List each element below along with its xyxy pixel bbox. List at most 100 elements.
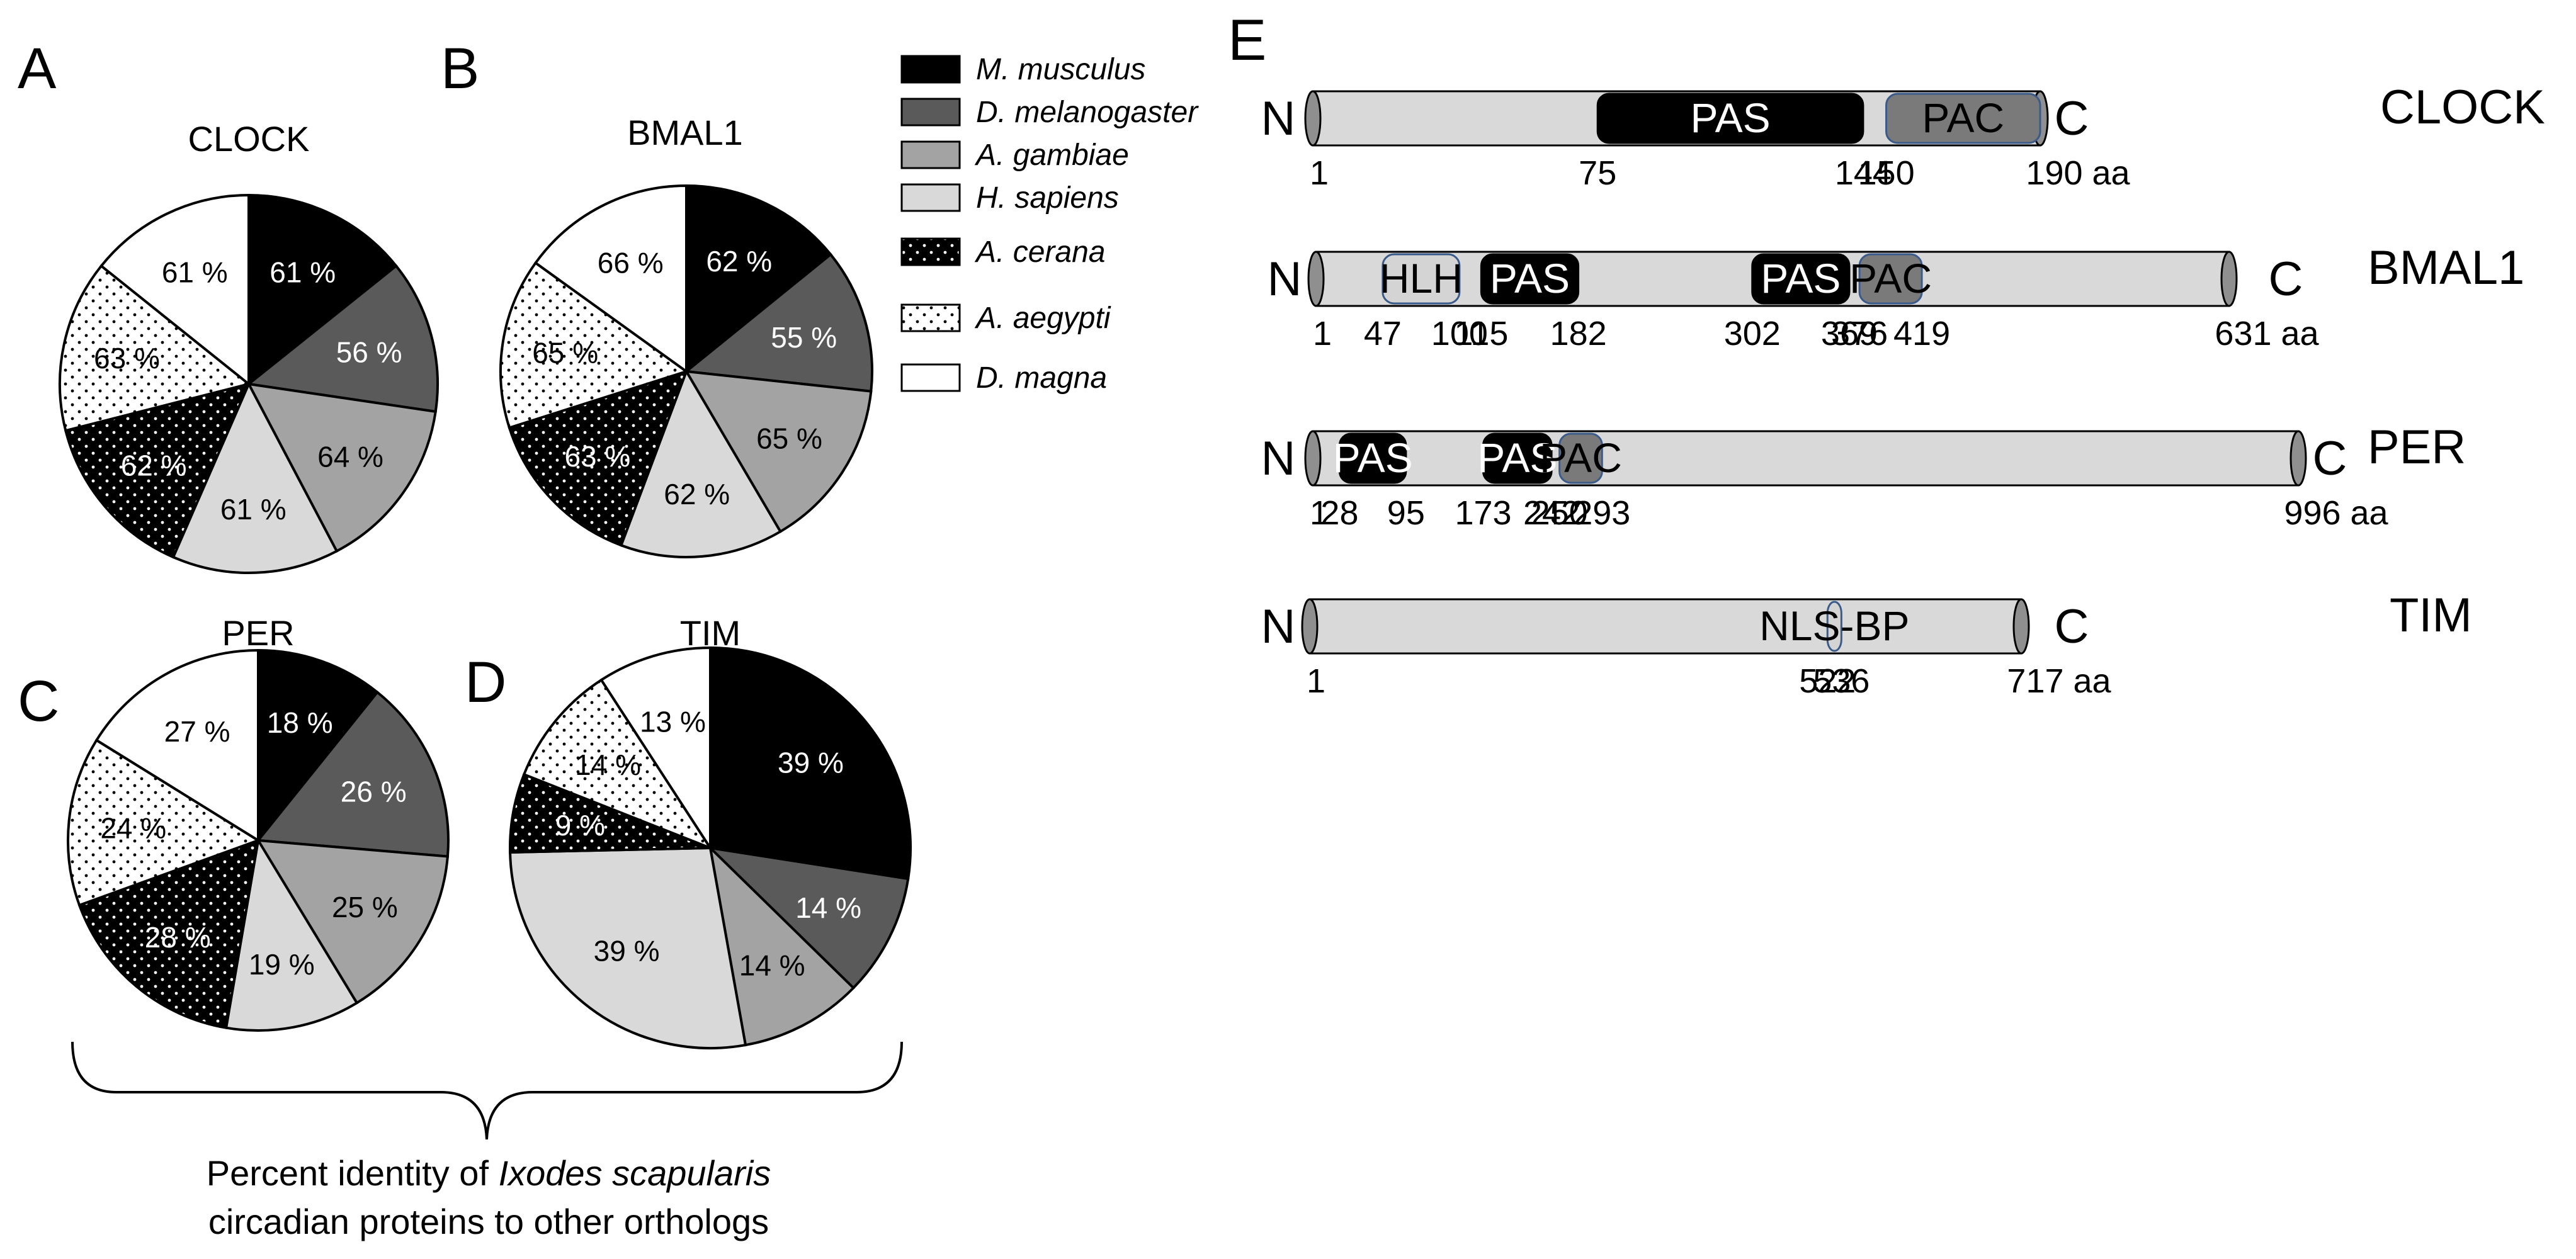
pie-slice-label-a-cerana: 28 %: [145, 921, 211, 954]
pie-slice-label-a-cerana: 9 %: [555, 809, 605, 842]
c-terminal-cap-tim: [2012, 598, 2030, 655]
domain-box-hlh-bmal1-0: [1382, 253, 1461, 305]
domain-label-pas-bmal1-1: PAS: [1490, 255, 1570, 302]
domain-box-pac-per-2: [1558, 432, 1603, 484]
pie-slice-label-m-musculus: 39 %: [778, 747, 844, 779]
protein-start-bmal1: 1: [1313, 315, 1332, 353]
domain-label-pas-per-0: PAS: [1333, 434, 1413, 481]
domain-label-pas-per-1: PAS: [1477, 434, 1557, 481]
pie-slice-m-musculus: [709, 646, 912, 881]
pie-slice-m-musculus: [257, 648, 380, 844]
domain-start-bmal1-1: 115: [1454, 315, 1508, 353]
domain-label-pac-clock-1: PAC: [1922, 94, 2004, 141]
pie-slice-label-a-gambiae: 14 %: [739, 949, 805, 982]
protein-length-tim: 717 aa: [2007, 662, 2111, 700]
pie-slice-a-cerana: [77, 838, 260, 1029]
pie-title-bmal1: BMAL1: [627, 113, 743, 152]
legend-swatch-d-magna: [900, 363, 961, 392]
pie-slice-h-sapiens: [224, 837, 359, 1032]
pie-title-tim: TIM: [680, 613, 740, 653]
protein-start-clock: 1: [1310, 154, 1329, 192]
pie-slice-d-melanogaster: [683, 252, 873, 393]
protein-title-per: PER: [2368, 421, 2466, 474]
domain-start-per-0: 28: [1320, 494, 1358, 532]
protein-length-clock: 190 aa: [2026, 154, 2130, 192]
legend-swatch-a-cerana: [900, 237, 961, 266]
pie-slice-a-cerana: [64, 382, 251, 559]
domain-box-nls-bp-tim-0: [1826, 601, 1842, 652]
legend-swatch-a-gambiae: [900, 140, 961, 169]
pie-slice-label-d-magna: 27 %: [164, 715, 230, 748]
domain-box-pas-per-0: [1338, 432, 1407, 484]
pie-slice-label-a-cerana: 63 %: [564, 440, 630, 473]
pie-slice-label-h-sapiens: 62 %: [664, 478, 730, 511]
domain-start-per-2: 250: [1531, 494, 1588, 532]
legend-label-h-sapiens: H. sapiens: [976, 181, 1119, 215]
domain-start-bmal1-3: 376: [1831, 315, 1888, 353]
domain-end-clock-0: 144: [1835, 154, 1892, 192]
pie-slice-a-gambiae: [246, 382, 438, 553]
protein-length-bmal1: 631 aa: [2215, 315, 2319, 353]
pie-title-clock: CLOCK: [188, 119, 310, 159]
c-terminus-label-per: C: [2313, 432, 2347, 485]
domain-end-bmal1-0: 100: [1431, 315, 1488, 353]
domain-start-tim-0: 522: [1799, 662, 1856, 700]
pie-slice-label-d-magna: 66 %: [598, 247, 664, 279]
pie-slice-d-melanogaster: [246, 264, 439, 414]
legend-label-a-cerana: A. cerana: [974, 235, 1105, 269]
domain-label-pac-bmal1-3: PAC: [1849, 255, 1932, 302]
pie-title-per: PER: [222, 613, 294, 653]
domain-box-pas-bmal1-1: [1480, 253, 1580, 305]
n-terminus-label-tim: N: [1261, 600, 1296, 653]
n-terminal-cap-clock: [1304, 90, 1322, 147]
pie-slice-label-a-gambiae: 65 %: [756, 422, 822, 455]
n-terminus-label-clock: N: [1261, 92, 1296, 145]
pie-slice-m-musculus: [685, 184, 832, 375]
pie-slice-d-magna: [533, 184, 688, 374]
panel-label-b: B: [441, 37, 479, 101]
domain-end-bmal1-3: 419: [1893, 315, 1950, 353]
panel-label-c: C: [18, 669, 59, 733]
grouping-brace: [71, 1041, 903, 1140]
pie-slice-a-cerana: [509, 772, 711, 854]
pie-slice-d-magna: [94, 648, 259, 843]
domain-box-pac-bmal1-3: [1858, 253, 1923, 305]
pie-slice-label-d-magna: 13 %: [640, 706, 706, 738]
pie-slice-label-m-musculus: 61 %: [270, 256, 336, 289]
pie-slice-label-m-musculus: 18 %: [267, 706, 333, 739]
protein-bar-per: [1312, 430, 2300, 487]
c-terminal-cap-per: [2289, 430, 2307, 487]
legend-label-a-gambiae: A. gambiae: [974, 138, 1129, 172]
brace-caption-line-1: Percent identity of Ixodes scapularis: [207, 1153, 771, 1193]
panel-label-d: D: [465, 650, 506, 714]
pie-chart-per: 18 %26 %25 %19 %28 %24 %27 %: [67, 648, 450, 1032]
brace-caption-prefix: Percent identity of: [207, 1153, 499, 1193]
pie-slice-label-a-gambiae: 64 %: [317, 440, 383, 473]
protein-length-per: 996 aa: [2284, 494, 2388, 532]
n-terminus-label-per: N: [1261, 432, 1296, 485]
pie-slice-h-sapiens: [619, 368, 783, 558]
brace-caption-species: Ixodes scapularis: [499, 1153, 771, 1193]
pie-chart-clock: 61 %56 %64 %61 %62 %63 %61 %: [59, 193, 439, 574]
pie-slice-a-aegypti: [67, 738, 261, 907]
pie-slice-label-a-aegypti: 63 %: [94, 342, 160, 375]
c-terminus-label-bmal1: C: [2269, 252, 2303, 306]
pie-slice-d-magna: [599, 646, 712, 852]
domain-end-per-1: 242: [1523, 494, 1580, 532]
domain-label-pac-per-2: PAC: [1540, 434, 1622, 481]
legend-swatch-a-aegypti: [900, 303, 961, 332]
protein-bar-tim: [1308, 598, 2023, 655]
legend-label-d-magna: D. magna: [976, 361, 1107, 395]
legend-swatch-h-sapiens: [900, 183, 961, 212]
domain-label-pas-bmal1-2: PAS: [1761, 255, 1841, 302]
pie-slice-label-a-aegypti: 65 %: [532, 336, 598, 369]
pie-slice-d-melanogaster: [706, 846, 910, 990]
pie-slice-label-h-sapiens: 61 %: [220, 493, 287, 526]
pie-slice-a-aegypti: [522, 678, 714, 851]
domain-start-bmal1-0: 47: [1364, 315, 1402, 353]
